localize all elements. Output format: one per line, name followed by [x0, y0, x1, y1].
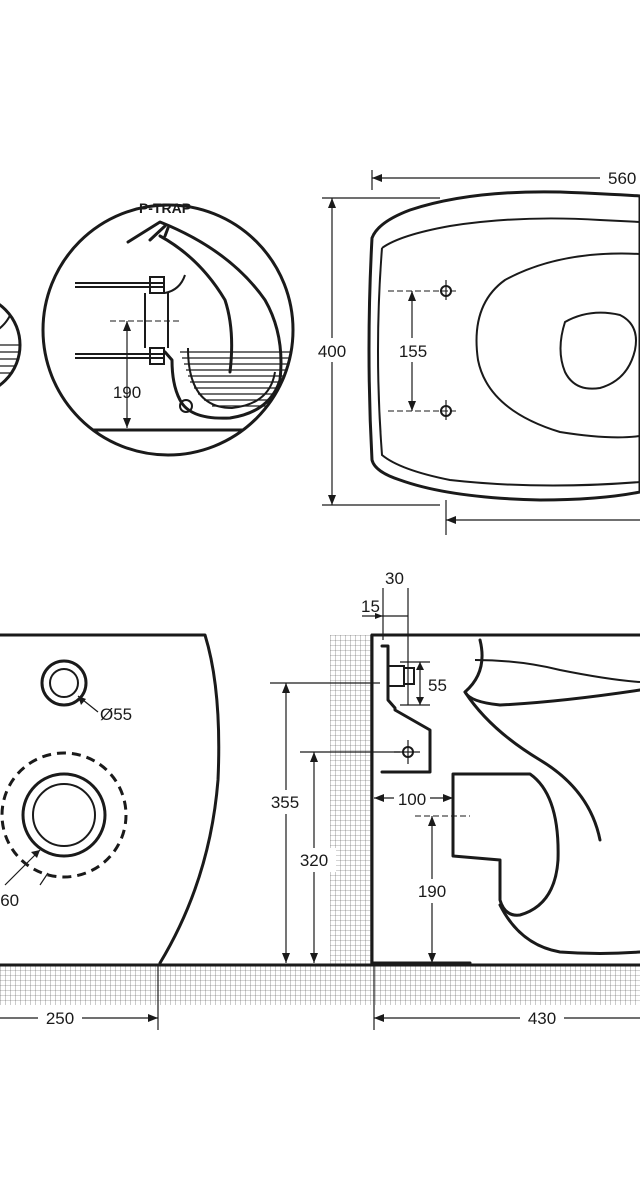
- outlet-dashed-circle: [0, 751, 128, 879]
- side-dimension-15: 15: [361, 597, 380, 616]
- side-view: 30 15 55 355 320 100 190: [265, 569, 640, 1030]
- side-dimension-320: 320: [300, 851, 328, 870]
- inlet-inner: [49, 668, 79, 698]
- rear-half-width-dimension: 250: [46, 1009, 74, 1028]
- ptrap-detail: P-TRAP 190: [41, 200, 295, 457]
- outlet-outer: [21, 772, 107, 858]
- detail-circle-left-partial: [0, 299, 22, 387]
- plan-view: 560 400 155: [310, 169, 640, 535]
- ptrap-detail-circle: [41, 203, 295, 457]
- side-dimension-355: 355: [271, 793, 299, 812]
- plan-body-outline: [367, 190, 640, 502]
- side-dimension-30: 30: [385, 569, 404, 588]
- fixing-plate: [380, 644, 432, 774]
- plan-bowl-opening: [559, 311, 637, 390]
- side-seat: [463, 638, 640, 707]
- side-dimension-55: 55: [428, 676, 447, 695]
- plan-depth-dimension: 400: [318, 342, 346, 361]
- rear-view: Ø55 Ø60 250: [0, 633, 332, 1030]
- side-dimension-100: 100: [398, 790, 426, 809]
- outlet-inner: [32, 783, 96, 847]
- side-dimension-430: 430: [528, 1009, 556, 1028]
- plan-fixing-distance-dimension: 155: [399, 342, 427, 361]
- water-hatching: [180, 351, 293, 407]
- rear-body-outline: [0, 633, 221, 965]
- inlet-diameter-dimension: Ø55: [100, 705, 132, 724]
- side-floor: [330, 965, 640, 1005]
- side-trap: [451, 772, 560, 917]
- bowl-outline: [126, 220, 283, 420]
- ptrap-height-dimension: 190: [113, 383, 141, 402]
- inlet-outer: [40, 659, 88, 707]
- plan-width-dimension: 560: [608, 169, 636, 188]
- side-dimension-190: 190: [418, 882, 446, 901]
- wall-tiles: [330, 635, 372, 965]
- rear-floor: [0, 965, 330, 1005]
- outlet-diameter-dimension: Ø60: [0, 891, 19, 910]
- plan-seat-ring: [475, 252, 640, 439]
